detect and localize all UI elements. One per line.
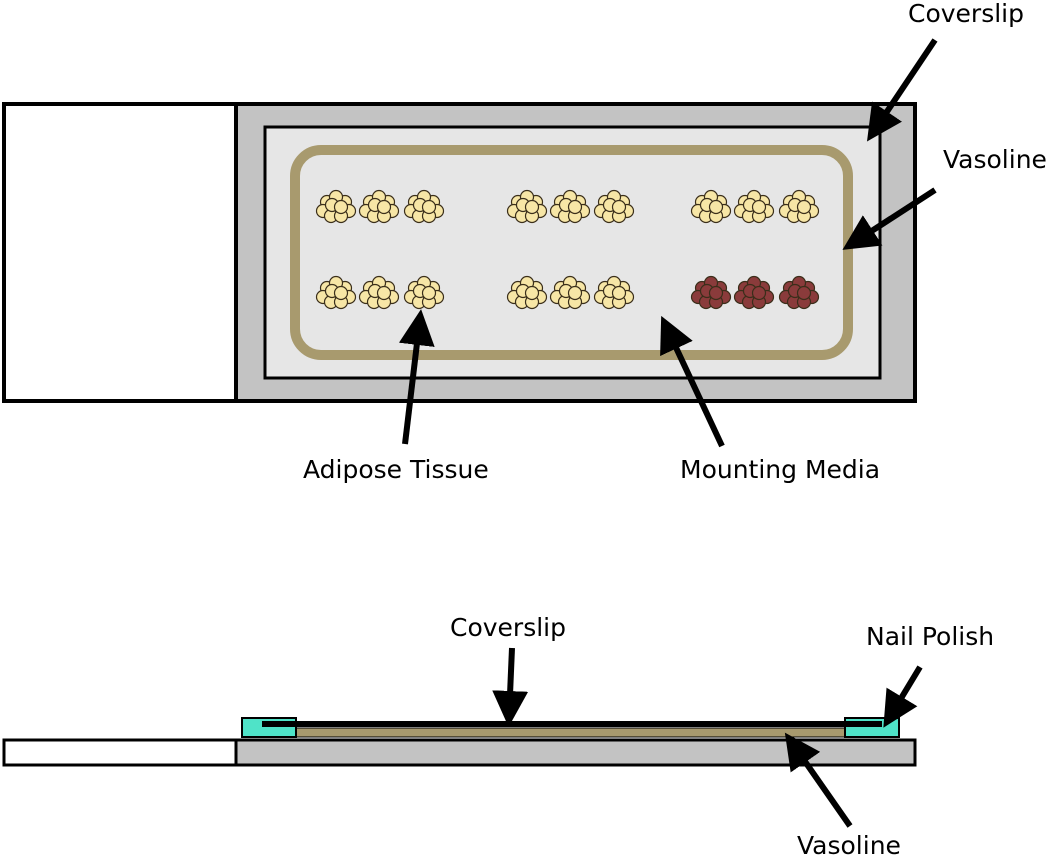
vasoline-label-top: Vasoline [943, 145, 1047, 174]
mounting-media-arrow [660, 315, 725, 448]
nail-polish-arrow [883, 665, 923, 728]
adipose-tissue-arrow [398, 309, 435, 445]
adipose-cluster [403, 275, 445, 310]
vasoline-arrow-top [842, 187, 937, 250]
slide-label-area [2, 102, 238, 403]
nail-polish-left [241, 717, 297, 738]
mounting-media-label: Mounting Media [680, 455, 880, 484]
adipose-cluster [690, 189, 732, 224]
vasoline-label-side: Vasoline [797, 831, 901, 856]
adipose-cluster [506, 189, 548, 224]
adipose-cluster [506, 275, 548, 310]
adipose-cluster-dark [778, 275, 820, 310]
side-view: Coverslip Nail Polish Vasoline [2, 613, 994, 856]
adipose-cluster [403, 189, 445, 224]
coverslip-arrow-side [492, 647, 529, 727]
adipose-cluster [315, 189, 357, 224]
coverslip-arrow-top [866, 38, 938, 142]
adipose-cluster [733, 189, 775, 224]
side-vasoline-layer [294, 727, 846, 738]
vasoline-arrow-side [784, 732, 853, 828]
coverslip-outline [263, 125, 882, 380]
vasoline-border [290, 145, 853, 360]
side-slide-body [234, 738, 917, 767]
coverslip-label-side: Coverslip [450, 613, 566, 642]
adipose-cluster [593, 189, 635, 224]
adipose-cluster [549, 275, 591, 310]
top-view: Coverslip Vasoline Adipose Tissue Mounti… [2, 0, 1047, 484]
nail-polish-label: Nail Polish [866, 622, 994, 651]
adipose-tissue-label: Adipose Tissue [303, 455, 489, 484]
adipose-cluster [778, 189, 820, 224]
adipose-cluster [358, 275, 400, 310]
coverslip-label-top: Coverslip [908, 0, 1024, 28]
adipose-cluster [315, 275, 357, 310]
side-slide-label-area [2, 738, 238, 767]
adipose-cluster [358, 189, 400, 224]
adipose-tissue-group [315, 189, 820, 310]
adipose-cluster-dark [690, 275, 732, 310]
side-coverslip [262, 721, 882, 727]
adipose-cluster-dark [733, 275, 775, 310]
adipose-cluster [593, 275, 635, 310]
adipose-cluster [549, 189, 591, 224]
